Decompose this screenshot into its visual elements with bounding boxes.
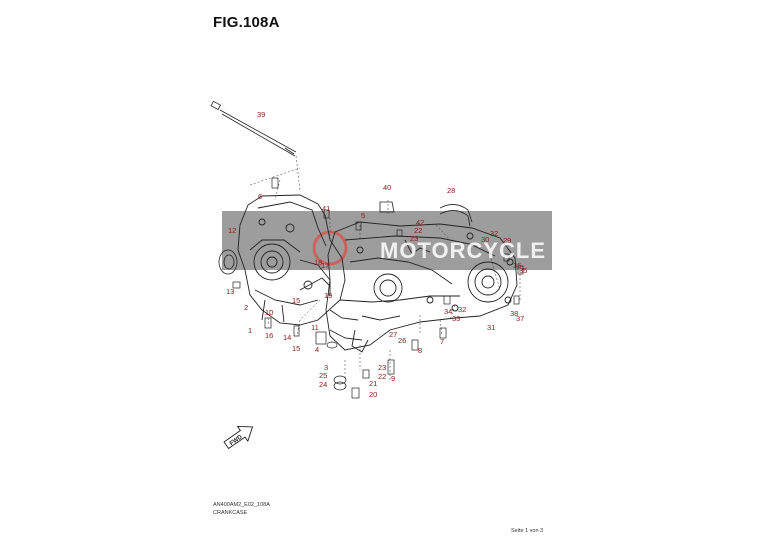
- callout-26: 26: [398, 336, 406, 345]
- figure-name: CRANKCASE: [213, 510, 248, 516]
- part-callouts: 39 6 40 28 41 5 42 22 23 30 32 29 12 18 …: [226, 110, 527, 399]
- callout-5: 5: [361, 211, 365, 220]
- callout-11: 11: [311, 323, 319, 332]
- callout-15-upper: 15: [292, 296, 300, 305]
- watermark-text: MOTORCYCLE: [380, 238, 546, 263]
- callout-30: 30: [481, 235, 489, 244]
- callout-37: 37: [516, 314, 524, 323]
- callout-6: 6: [258, 192, 262, 201]
- callout-23-lower: 23: [378, 363, 386, 372]
- left-crankcase-half: [237, 194, 346, 326]
- callout-31: 31: [487, 323, 495, 332]
- figure-title: FIG.108A: [213, 14, 280, 31]
- callout-38: 38: [510, 309, 518, 318]
- callout-23: 23: [410, 234, 418, 243]
- cap-nut-part: [379, 201, 395, 213]
- callout-40: 40: [383, 183, 391, 192]
- callout-7: 7: [440, 337, 444, 346]
- callout-13: 13: [226, 287, 234, 296]
- callout-12: 12: [228, 226, 236, 235]
- callout-24: 24: [319, 380, 327, 389]
- callout-34: 34: [444, 307, 452, 316]
- callout-20: 20: [369, 390, 377, 399]
- callout-32-top: 32: [490, 229, 498, 238]
- callout-19: 19: [324, 291, 332, 300]
- callout-3: 3: [324, 363, 328, 372]
- callout-42: 42: [416, 218, 424, 227]
- callout-18: 18: [314, 258, 322, 267]
- long-bolt-part: [210, 100, 297, 157]
- plug-part: [232, 281, 241, 289]
- callout-16: 16: [265, 331, 273, 340]
- page-info: Seite 1 von 3: [511, 528, 544, 534]
- oil-seal-part: [218, 249, 238, 275]
- callout-21: 21: [369, 379, 377, 388]
- callout-22-lower: 22: [378, 372, 386, 381]
- callout-25: 25: [319, 371, 327, 380]
- dowel-pins: [264, 177, 524, 399]
- callout-4: 4: [315, 345, 319, 354]
- callout-14: 14: [283, 333, 291, 342]
- callout-29: 29: [503, 236, 511, 245]
- callout-15-lower: 15: [292, 344, 300, 353]
- leader-lines: [249, 155, 521, 380]
- callout-17: 17: [321, 261, 329, 270]
- figure-code: AN400AM2_E02_108A: [213, 502, 270, 508]
- callout-33: 33: [452, 314, 460, 323]
- callout-8: 8: [418, 346, 422, 355]
- callout-36: 36: [513, 261, 521, 270]
- callout-41: 41: [322, 204, 330, 213]
- callout-39: 39: [257, 110, 265, 119]
- breather-hose-part: [439, 204, 473, 227]
- callout-35: 35: [519, 266, 527, 275]
- fwd-arrow-icon: FWD: [223, 425, 254, 450]
- callout-28: 28: [447, 186, 455, 195]
- callout-32-mid: 32: [458, 305, 466, 314]
- right-crankcase-half: [325, 221, 518, 353]
- callout-9: 9: [391, 374, 395, 383]
- callout-1: 1: [248, 326, 252, 335]
- callout-2: 2: [244, 303, 248, 312]
- callout-27: 27: [389, 330, 397, 339]
- callout-22: 22: [414, 226, 422, 235]
- callout-10: 10: [265, 308, 273, 317]
